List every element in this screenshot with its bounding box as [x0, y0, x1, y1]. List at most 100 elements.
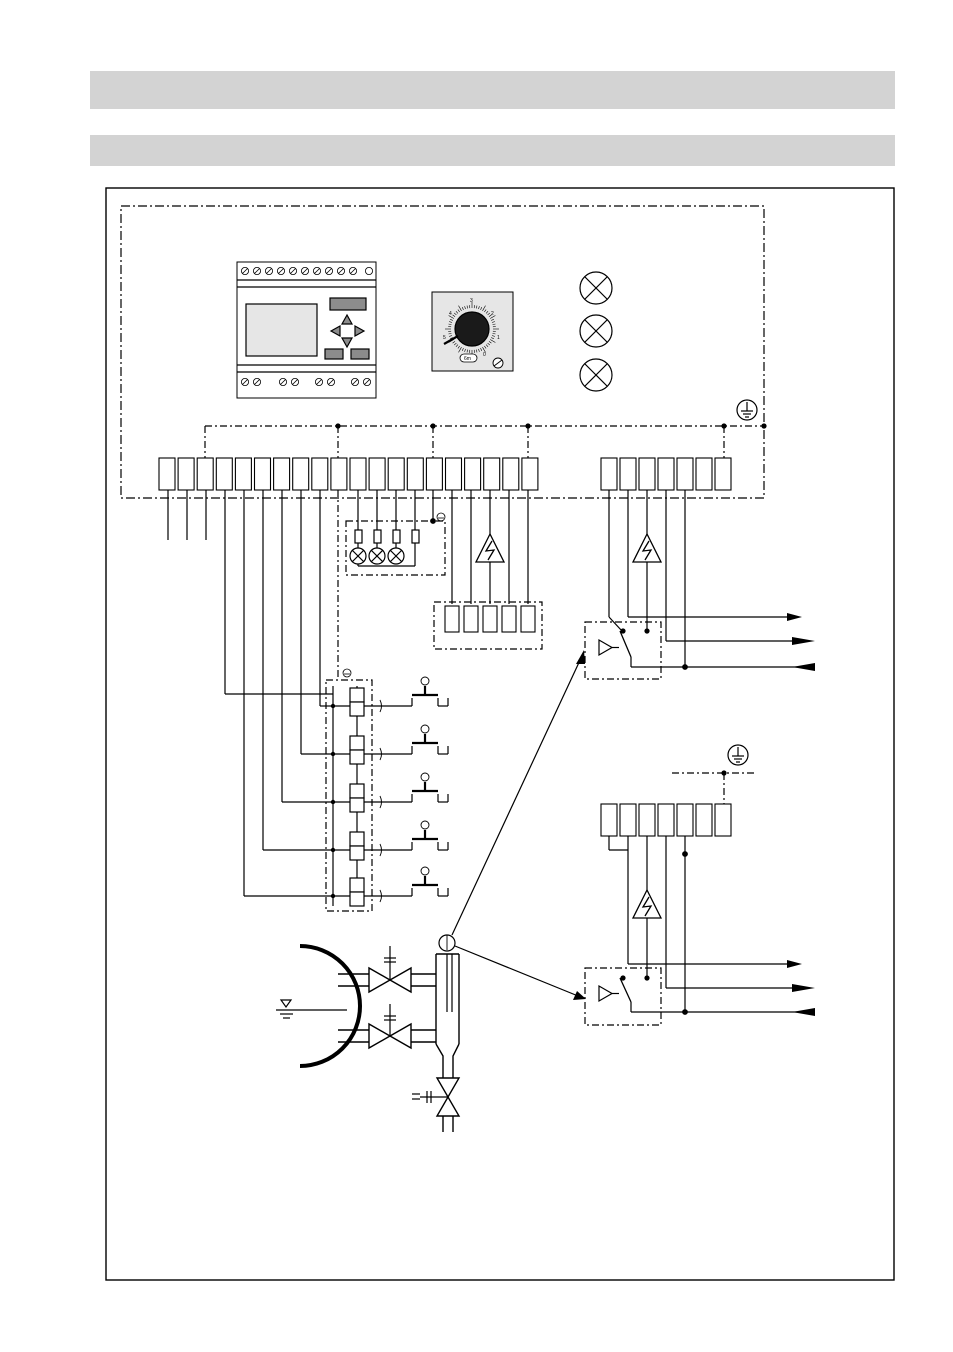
terminal-block	[196, 457, 214, 491]
relay-coil-top	[349, 877, 365, 893]
dial-tick	[491, 318, 495, 321]
header-band-second	[90, 135, 895, 166]
dial-tick	[491, 335, 495, 337]
lamp-icon	[579, 358, 613, 392]
dial-number-0: 0	[483, 352, 486, 358]
terminal-strip-right	[600, 457, 732, 491]
controller-ok-button[interactable]	[350, 348, 370, 360]
actuator-terminal-enclosure	[433, 601, 543, 650]
terminal-block	[638, 803, 656, 837]
dial-tick	[487, 312, 491, 316]
dial-tick	[485, 344, 489, 348]
screw-slot	[292, 379, 298, 385]
dial-tick	[457, 345, 460, 349]
dial-number-4: 4	[449, 311, 452, 317]
terminal-block	[273, 457, 291, 491]
terminal-block	[657, 803, 675, 837]
terminal-block	[676, 803, 694, 837]
dial-tick	[449, 321, 453, 323]
terminal-block	[425, 457, 443, 491]
screw-slot	[364, 379, 370, 385]
lamp-icon	[579, 271, 613, 305]
dial-tick	[485, 310, 489, 314]
terminal-block	[600, 803, 618, 837]
dial-tick	[448, 333, 452, 335]
terminal-block	[177, 457, 195, 491]
vessel-wall	[299, 944, 362, 1068]
dial-tick	[461, 306, 464, 310]
arrow-right-button[interactable]	[354, 324, 366, 338]
water-level-icon	[276, 999, 347, 1019]
screw-slot	[266, 268, 272, 274]
dial-tick	[482, 347, 486, 353]
dial-number-3: 3	[470, 298, 473, 304]
amplifier-icon	[598, 984, 619, 1003]
transmitter-lower-enclosure	[584, 967, 662, 1026]
float-switch-relays	[330, 676, 449, 907]
dial-tick	[466, 305, 468, 309]
relay-coil-bottom	[349, 891, 365, 907]
timer-unit-badge	[459, 353, 478, 363]
controller-menu-button[interactable]	[329, 297, 367, 311]
dial-tick	[490, 339, 496, 343]
terminal-block	[234, 457, 252, 491]
terminal-block	[638, 457, 656, 491]
terminal-block	[501, 605, 517, 633]
push-button-icon	[420, 820, 430, 830]
relay-coil-top	[349, 831, 365, 847]
arrow-down-button[interactable]	[340, 337, 354, 349]
dial-tick	[455, 344, 459, 348]
contact-arc	[379, 699, 382, 713]
dial-number-5: 5	[443, 335, 446, 341]
terminal-block	[676, 457, 694, 491]
dial-tick	[482, 305, 486, 311]
screw-slot	[316, 379, 322, 385]
relay-coil-top	[349, 783, 365, 799]
dial-tick	[480, 306, 483, 310]
controller-esc-button[interactable]	[324, 348, 344, 360]
terminal-block	[657, 457, 675, 491]
terminal-block	[483, 457, 501, 491]
controller-top-terminals	[240, 266, 373, 275]
contact-arc	[379, 795, 382, 809]
control-cabinet-enclosure	[120, 205, 765, 499]
terminal-block	[387, 457, 405, 491]
high-voltage-icon	[631, 888, 663, 919]
dial-tick	[492, 333, 496, 335]
timer-knob[interactable]	[454, 311, 490, 347]
relay-enclosure	[325, 679, 373, 912]
timer-dial-ticks	[445, 302, 499, 356]
terminal-block	[482, 605, 498, 633]
terminal-block	[695, 457, 713, 491]
dial-tick	[492, 323, 496, 325]
contact-arc	[379, 889, 382, 903]
signal-arrow-icon	[787, 613, 815, 671]
valve-icon	[368, 1004, 412, 1050]
dial-tick	[466, 349, 468, 353]
terminal-block	[330, 457, 348, 491]
dial-tick	[453, 312, 457, 316]
controller-bottom-terminals	[240, 377, 371, 386]
signal-arrow-icon	[787, 960, 815, 1016]
screw-slot	[254, 379, 260, 385]
terminal-strip-actuator	[444, 605, 536, 633]
transmitter-lower	[584, 836, 800, 1026]
dial-tick	[457, 309, 460, 313]
arrow-left-button[interactable]	[329, 324, 341, 338]
dial-tick	[484, 309, 487, 313]
earth-ground-icon	[342, 668, 352, 678]
high-voltage-icon	[631, 532, 663, 563]
dial-tick	[449, 318, 453, 321]
terminal-block	[520, 605, 536, 633]
relay-coil-bottom	[349, 701, 365, 717]
terminal-block	[406, 457, 424, 491]
terminal-block	[215, 457, 233, 491]
header-band-top	[90, 71, 895, 109]
timer-module: 4 3 2 1 0 5 6m	[431, 291, 514, 372]
terminal-block	[444, 605, 460, 633]
dial-tick	[448, 315, 454, 319]
terminal-block	[368, 457, 386, 491]
arrow-up-button[interactable]	[340, 313, 354, 325]
push-button-icon	[420, 724, 430, 734]
terminal-strip-lower	[600, 803, 732, 837]
